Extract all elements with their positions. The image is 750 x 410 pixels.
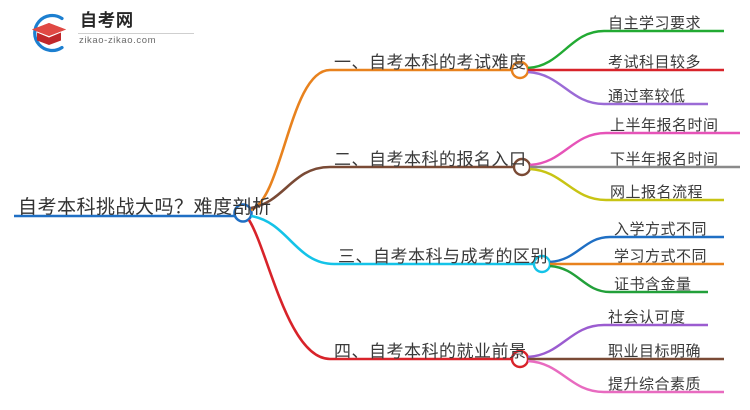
branch-1-leaf-1-curve — [527, 29, 605, 70]
branch-4-leaf-3-curve — [527, 359, 605, 394]
leaf-label-4-2[interactable]: 职业目标明确 — [608, 343, 702, 360]
leaf-label-3-2[interactable]: 学习方式不同 — [614, 248, 708, 265]
branch-label-1[interactable]: 一、自考本科的考试难度 — [334, 53, 527, 72]
root-to-branch-2-curve — [250, 165, 331, 210]
branch-label-3[interactable]: 三、自考本科与成考的区别 — [338, 247, 548, 266]
leaf-label-1-1[interactable]: 自主学习要求 — [608, 15, 702, 32]
logo-domain: zikao-zikao.com — [79, 35, 157, 46]
site-logo[interactable]: 自考网 zikao-zikao.com — [28, 10, 198, 56]
leaf-label-1-3[interactable]: 通过率较低 — [608, 88, 686, 105]
branch-3-leaf-1-curve — [549, 235, 611, 264]
graduation-cap-icon — [32, 13, 66, 53]
branch-2-leaf-3-curve — [529, 167, 607, 202]
branch-3-leaf-3-curve — [549, 264, 611, 294]
branch-4-leaf-1-curve — [527, 323, 605, 359]
root-to-branch-4-curve — [247, 219, 331, 361]
logo-text: 自考网 zikao-zikao.com — [78, 10, 198, 56]
leaf-label-1-2[interactable]: 考试科目较多 — [608, 54, 702, 71]
leaf-label-3-1[interactable]: 入学方式不同 — [614, 221, 708, 238]
leaf-label-4-1[interactable]: 社会认可度 — [608, 309, 686, 326]
leaf-label-3-3[interactable]: 证书含金量 — [614, 276, 692, 293]
branch-1-leaf-3-curve — [527, 70, 605, 106]
leaf-label-2-3[interactable]: 网上报名流程 — [610, 184, 704, 201]
root-to-branch-3-curve — [250, 214, 335, 266]
leaf-label-4-3[interactable]: 提升综合素质 — [608, 376, 702, 393]
branch-label-2[interactable]: 二、自考本科的报名入口 — [334, 150, 527, 169]
leaf-label-2-1[interactable]: 上半年报名时间 — [610, 117, 719, 134]
root-node-circle[interactable] — [233, 203, 253, 223]
logo-divider — [78, 33, 194, 34]
root-to-branch-1-curve — [250, 68, 331, 212]
logo-title: 自考网 — [80, 11, 134, 30]
branch-2-leaf-1-curve — [529, 131, 607, 167]
root-node-label[interactable]: 自考本科挑战大吗？难度剖析 — [18, 197, 272, 218]
branch-label-4[interactable]: 四、自考本科的就业前景 — [334, 342, 527, 361]
leaf-label-2-2[interactable]: 下半年报名时间 — [610, 151, 719, 168]
